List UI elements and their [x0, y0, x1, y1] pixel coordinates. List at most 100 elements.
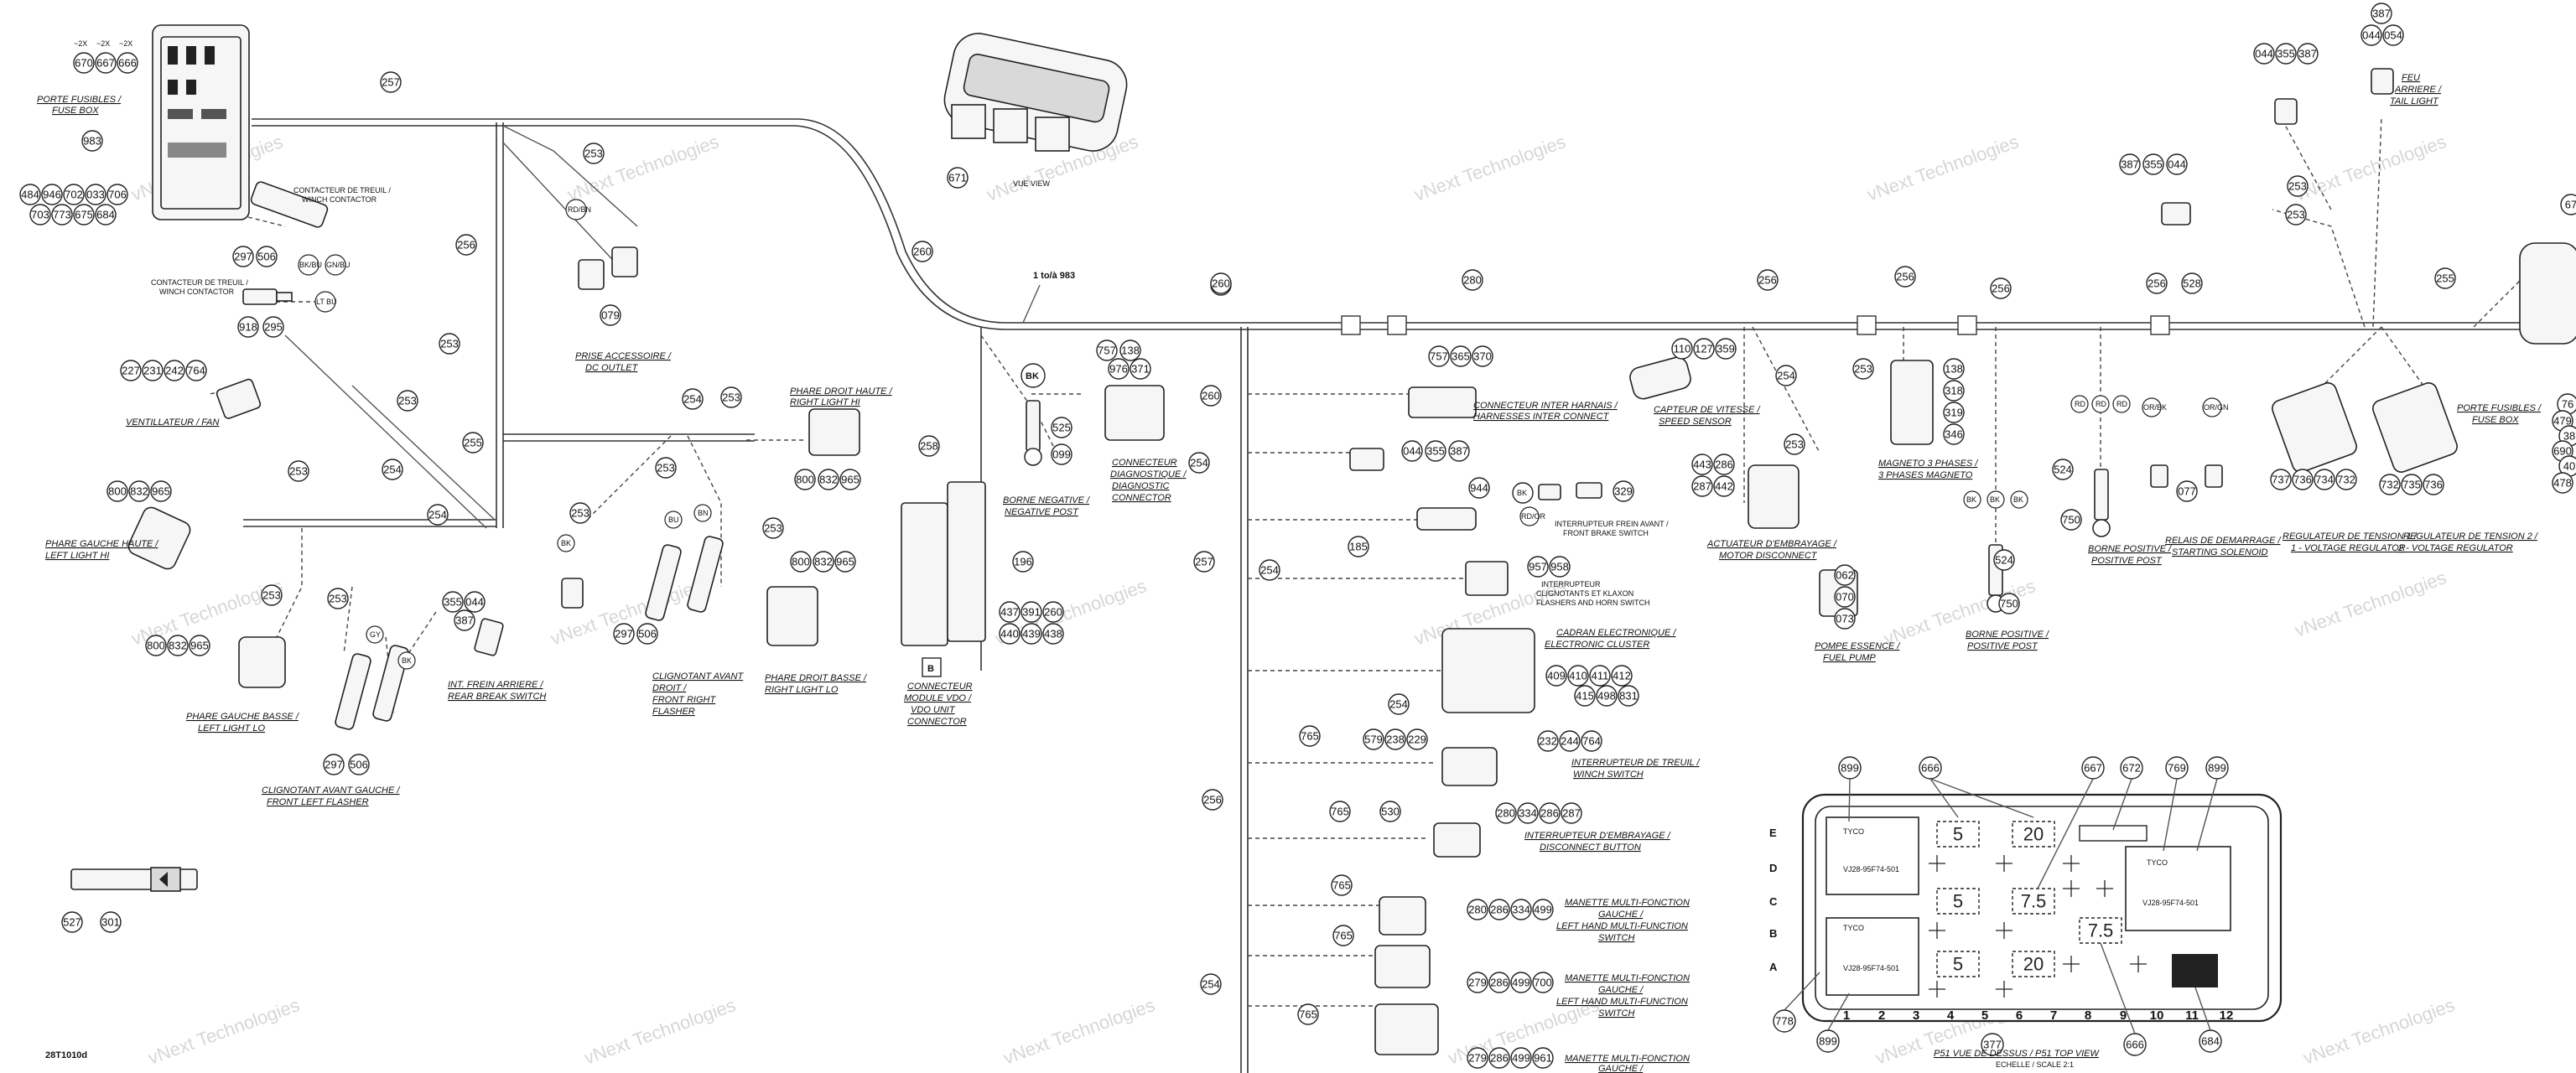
main-fuse[interactable] [2172, 954, 2218, 987]
voltage-regulator-2[interactable] [2371, 381, 2459, 474]
callout-b258[interactable]: 258 [918, 435, 940, 457]
callout-b737[interactable]: 737 [2270, 469, 2292, 490]
callout-b359[interactable]: 359 [1715, 338, 1737, 360]
callout-b242[interactable]: 242 [164, 360, 185, 381]
fuse-5-top[interactable]: 5 [1936, 821, 1980, 848]
callout-b365[interactable]: 365 [1450, 345, 1472, 367]
fuse-box-left[interactable] [152, 24, 250, 220]
callout-b800b[interactable]: 800 [145, 635, 167, 656]
callout-b253a[interactable]: 253 [583, 143, 605, 164]
fuse-callout[interactable]: 778 [1773, 1009, 1796, 1033]
callout-b185[interactable]: 185 [1348, 536, 1369, 557]
callout-b044a[interactable]: 044 [464, 591, 486, 613]
callout-b256d[interactable]: 256 [1894, 266, 1916, 288]
callout-b387e[interactable]: 387 [2297, 43, 2319, 65]
callout-b527[interactable]: 527 [61, 911, 83, 933]
callout-b670[interactable]: 670 [73, 52, 95, 74]
callout-b257a[interactable]: 257 [380, 71, 402, 93]
callout-b253d[interactable]: 253 [288, 460, 309, 482]
callout-b773[interactable]: 773 [51, 204, 73, 225]
fuse-callout[interactable]: 672 [2120, 756, 2143, 780]
callout-b329[interactable]: 329 [1613, 480, 1634, 502]
callout-b254g[interactable]: 254 [1200, 973, 1222, 995]
callout-b832a[interactable]: 832 [128, 480, 150, 502]
brake-terminal-2[interactable] [1576, 482, 1602, 499]
callout-b800a[interactable]: 800 [106, 480, 128, 502]
callout-b832c[interactable]: 832 [818, 469, 839, 490]
fuse-5-mid[interactable]: 5 [1936, 888, 1980, 915]
callout-b506b[interactable]: 506 [348, 754, 370, 775]
fuse-box-right[interactable] [2519, 242, 2576, 345]
diagnostic-connector[interactable] [1104, 385, 1165, 441]
brake-terminal-1[interactable] [1538, 484, 1561, 500]
callout-b286c[interactable]: 286 [1488, 972, 1510, 993]
callout-b735[interactable]: 735 [2401, 474, 2423, 495]
callout-b442[interactable]: 442 [1713, 475, 1735, 497]
callout-b409[interactable]: 409 [1545, 665, 1567, 687]
relay-bottom[interactable] [1826, 917, 1919, 996]
callout-b044e[interactable]: 044 [2253, 43, 2275, 65]
callout-b832b[interactable]: 832 [167, 635, 189, 656]
callout-b287b[interactable]: 287 [1691, 475, 1713, 497]
callout-b702[interactable]: 702 [63, 184, 85, 205]
callout-b073[interactable]: 073 [1834, 608, 1856, 630]
callout-b506c[interactable]: 506 [636, 623, 658, 645]
callout-b253h[interactable]: 253 [569, 502, 591, 524]
callout-b253f[interactable]: 253 [327, 588, 349, 609]
callout-b253g[interactable]: 253 [720, 386, 742, 408]
callout-b478[interactable]: 478 [2552, 472, 2573, 494]
callout-b044c[interactable]: 044 [2166, 153, 2188, 175]
callout-b077[interactable]: 077 [2176, 480, 2198, 502]
callout-b499a[interactable]: 499 [1532, 899, 1554, 920]
callout-b301[interactable]: 301 [100, 911, 122, 933]
callout-b765e[interactable]: 765 [1297, 1003, 1319, 1025]
callout-b196[interactable]: 196 [1012, 551, 1034, 573]
fuse-callout[interactable]: 684 [2199, 1029, 2222, 1053]
callout-b297c[interactable]: 297 [613, 623, 635, 645]
callout-b079[interactable]: 079 [600, 304, 621, 326]
fuse-callout[interactable]: 667 [2081, 756, 2105, 780]
callout-b257b[interactable]: 257 [1193, 551, 1215, 573]
callout-b334b[interactable]: 334 [1510, 899, 1532, 920]
magneto-connector[interactable] [1890, 360, 1934, 445]
callout-b732b[interactable]: 732 [2379, 474, 2401, 495]
callout-b387b[interactable]: 387 [1448, 440, 1470, 462]
callout-b138a[interactable]: 138 [1119, 340, 1141, 361]
callout-b983[interactable]: 983 [81, 130, 103, 152]
callout-b297a[interactable]: 297 [232, 246, 254, 267]
callout-b256e[interactable]: 256 [1990, 277, 2012, 299]
callout-b524b[interactable]: 524 [1993, 549, 2015, 571]
callout-b280b[interactable]: 280 [1467, 899, 1488, 920]
callout-b371a[interactable]: 371 [1130, 358, 1151, 380]
callout-b287a[interactable]: 287 [1561, 802, 1582, 824]
motor-disconnect-connector[interactable] [1748, 464, 1800, 529]
callout-b732a[interactable]: 732 [2335, 469, 2357, 490]
callout-b750b[interactable]: 750 [1998, 593, 2020, 614]
fuse-5-bottom[interactable]: 5 [1936, 951, 1980, 977]
callout-b965d[interactable]: 965 [834, 551, 856, 573]
callout-b440[interactable]: 440 [999, 623, 1021, 645]
callout-b411[interactable]: 411 [1589, 665, 1611, 687]
callout-b506a[interactable]: 506 [256, 246, 278, 267]
callout-b256f[interactable]: 256 [2146, 272, 2168, 294]
callout-b253l[interactable]: 253 [1852, 358, 1874, 380]
dc-outlet-connector[interactable] [578, 246, 638, 290]
callout-b070[interactable]: 070 [1834, 586, 1856, 608]
callout-b387a[interactable]: 387 [454, 609, 475, 631]
callout-b976[interactable]: 976 [1108, 358, 1130, 380]
callout-b256a[interactable]: 256 [455, 234, 477, 256]
fuse-callout[interactable]: 377 [1981, 1033, 2004, 1056]
callout-b355c[interactable]: 355 [2142, 153, 2164, 175]
multi-function-connector-1[interactable] [1379, 896, 1426, 936]
starter-terminal-1[interactable] [2150, 464, 2168, 488]
callout-b260e[interactable]: 260 [1210, 272, 1232, 294]
callout-b370[interactable]: 370 [1472, 345, 1493, 367]
callout-b918[interactable]: 918 [237, 316, 259, 338]
winch-switch-connector[interactable] [1441, 747, 1498, 786]
callout-b260a[interactable]: 260 [911, 241, 933, 262]
fuse-7.5-mid[interactable]: 7.5 [2012, 888, 2055, 915]
vdo-connector[interactable] [901, 481, 986, 646]
fuse-20-bottom[interactable]: 20 [2012, 951, 2055, 977]
callout-b965a[interactable]: 965 [150, 480, 172, 502]
callout-b295[interactable]: 295 [262, 316, 284, 338]
